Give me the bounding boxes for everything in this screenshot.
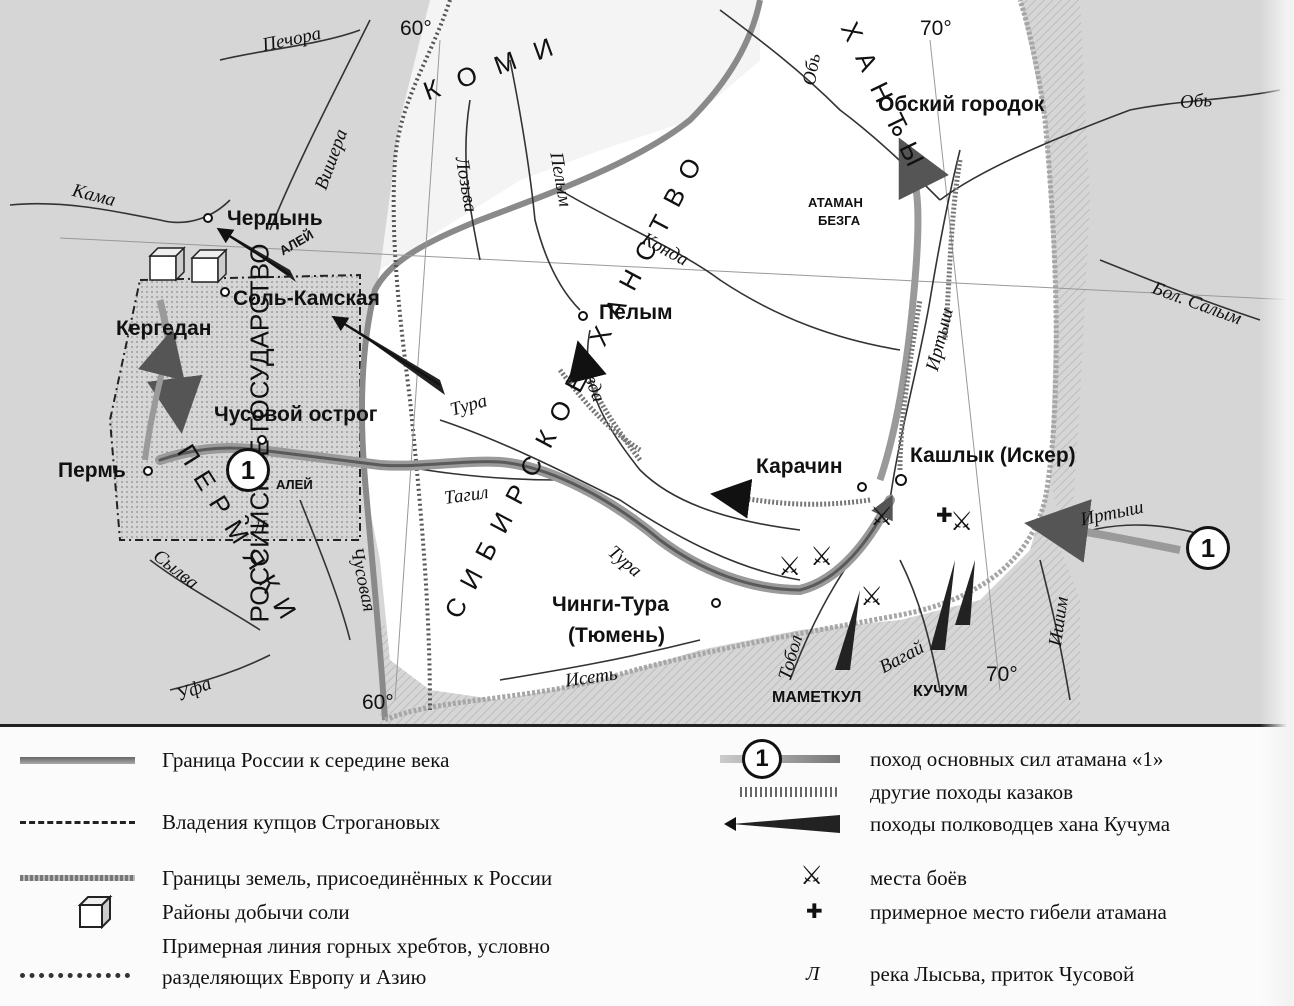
svg-text:⚔: ⚔ <box>810 542 833 572</box>
kuchum-arrow-2 <box>216 227 291 276</box>
label-bezga: БЕЗГА <box>818 213 861 228</box>
degree-70-top: 70° <box>920 17 952 40</box>
legend-other-symbol <box>720 779 850 805</box>
city-tyumen: (Тюмень) <box>568 624 666 647</box>
label-kuchum: КУЧУМ <box>913 683 968 700</box>
city-chusovoy: Чусовой острог <box>214 403 378 426</box>
city-sol-kamskaya: Соль-Камская <box>233 287 380 310</box>
river-ob-2: Обь <box>1179 89 1213 114</box>
city-pelym: Пелым <box>599 301 673 324</box>
legend-other-campaigns: другие походы казаков <box>720 779 1073 805</box>
legend: Граница России к середине века Владения … <box>0 724 1294 1006</box>
degree-60-top: 60° <box>400 17 432 40</box>
other-campaigns <box>558 159 963 519</box>
svg-text:⚔: ⚔ <box>870 502 893 532</box>
river-ob-1: Обь <box>798 51 826 88</box>
legend-main-campaign-symbol: 1 <box>720 739 850 779</box>
main-campaign-route <box>137 137 1181 596</box>
kuchum-arrow-1 <box>331 315 441 386</box>
annexed-border-line <box>383 0 1059 723</box>
ataman-marker-1: 1 <box>226 448 270 492</box>
legend-text-4: Примерная линия горных хребтов, условно <box>162 933 551 958</box>
legend-text-8: походы полководцев хана Кучума <box>870 811 1171 836</box>
crossed-swords-icon: ⚔ <box>800 861 824 891</box>
svg-text:⚔: ⚔ <box>860 582 883 612</box>
ural-line <box>391 0 452 711</box>
legend-russia-border: Граница России к середине века <box>20 747 449 773</box>
legend-text-5: разделяющих Европу и Азию <box>162 965 427 989</box>
legend-lysva-letter: Л <box>806 963 820 985</box>
legend-text-10: примерное место гибели атамана <box>870 899 1167 924</box>
legend-battles: ⚔ места боёв <box>720 861 967 891</box>
city-kergedan: Кергедан <box>116 317 212 340</box>
legend-kuchum-symbol <box>720 811 850 837</box>
russia-border-line <box>359 0 763 721</box>
svg-text:⚔: ⚔ <box>778 552 801 582</box>
svg-text:⚔: ⚔ <box>950 507 973 537</box>
legend-ataman-death: ✚ примерное место гибели атамана <box>720 899 1167 925</box>
legend-text-3: Районы добычи соли <box>162 899 350 924</box>
city-perm: Пермь <box>58 459 126 482</box>
legend-ural: Примерная линия горных хребтов, условно <box>20 933 551 978</box>
legend-stroganov-symbol <box>20 809 140 835</box>
legend-stroganov: Владения купцов Строгановых <box>20 809 440 835</box>
cross-icon: ✚ <box>806 899 823 923</box>
legend-text-11: река Лысьва, приток Чусовой <box>870 961 1135 986</box>
legend-main-campaign: 1 поход основных сил атамана «1» <box>720 739 1163 779</box>
legend-marker-text: 1 <box>755 745 769 772</box>
legend-text-2: Границы земель, присоединённых к России <box>162 865 553 890</box>
legend-text-7: другие походы казаков <box>870 779 1074 804</box>
legend-text-9: места боёв <box>870 865 967 890</box>
map-canvas: ⚔ ⚔ ⚔ ⚔ ⚔ ✚ <box>0 0 1294 724</box>
annexed-hatch-south <box>380 520 1080 724</box>
cube-icon <box>20 895 140 929</box>
parallel-line <box>59 237 1294 301</box>
degree-60-bottom: 60° <box>362 691 394 714</box>
legend-ural-symbol <box>20 933 140 978</box>
legend-annexed: Границы земель, присоединённых к России <box>20 865 552 891</box>
legend-salt: Районы добычи соли <box>20 895 350 929</box>
page-edge-fade <box>1260 0 1294 1006</box>
city-cherdyn: Чердынь <box>227 207 323 230</box>
legend-lysva: Л река Лысьва, приток Чусовой <box>720 961 1134 987</box>
label-mametkul: МАМЕТКУЛ <box>772 689 862 706</box>
city-chingi-tura: Чинги-Тура <box>552 593 669 616</box>
degree-70-bottom: 70° <box>986 663 1018 686</box>
label-aley-2: АЛЕЙ <box>276 477 313 492</box>
city-obsky-gorodok: Обский городок <box>878 93 1045 116</box>
label-ataman: АТАМАН <box>808 195 863 210</box>
legend-lysva-symbol: Л <box>720 961 850 987</box>
ataman-death-cross: ✚ <box>936 503 953 527</box>
legend-annexed-symbol <box>20 865 140 891</box>
komi-area <box>380 0 760 270</box>
legend-ural-2: разделяющих Европу и Азию <box>162 965 426 990</box>
label-lysva-map: Л <box>253 517 266 538</box>
legend-text-1: Владения купцов Строгановых <box>162 809 441 834</box>
salt-areas <box>148 246 228 284</box>
legend-russia-border-symbol <box>20 747 140 773</box>
legend-kuchum-campaigns: походы полководцев хана Кучума <box>720 811 1170 837</box>
ataman-marker-2: 1 <box>1186 526 1230 570</box>
city-dots <box>143 126 907 608</box>
legend-text-6: поход основных сил атамана «1» <box>870 746 1164 771</box>
city-karachin: Карачин <box>756 455 843 478</box>
battle-sites: ⚔ ⚔ ⚔ ⚔ ⚔ <box>778 502 973 612</box>
ataman-marker-text: 1 <box>240 455 256 485</box>
legend-text-0: Граница России к середине века <box>162 747 450 772</box>
ataman-marker-text-2: 1 <box>1200 533 1216 563</box>
stroganov-border <box>108 273 361 541</box>
city-kashlyk: Кашлык (Искер) <box>910 444 1076 467</box>
